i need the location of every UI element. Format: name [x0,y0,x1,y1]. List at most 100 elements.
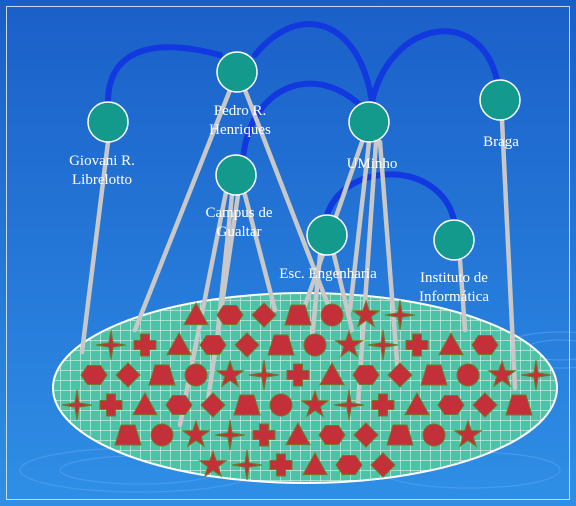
shape-trapezoid [148,364,176,386]
shape-circle [422,423,446,447]
occurrence-link [457,257,468,333]
resource-shapes [61,299,552,481]
shape-hexagon [165,394,193,416]
shape-diamond [251,302,277,328]
occurrence-link [377,139,401,378]
shape-diamond [387,362,413,388]
occurrence-link [242,192,278,313]
occurrence-link [177,189,229,428]
occurrence-ellipse-outline [52,292,558,484]
shape-trapezoid [420,364,448,386]
shape-cross [405,333,429,357]
shape-hexagon [437,394,465,416]
topic-label-uminho: UMinho [347,156,398,172]
shape-star [453,419,483,448]
shape-hexagon [216,304,244,326]
shape-cross [269,453,293,477]
shape-cross [99,393,123,417]
topic-node-pedro [216,51,258,93]
shape-hexagon [335,454,363,476]
topic-node-uminho [348,101,390,143]
shape-trapezoid [284,304,312,326]
shape-hexagon [199,334,227,356]
shape-triangle [132,391,158,416]
occurrence-link [347,139,372,313]
occurrence-links [79,87,518,428]
association-arc [252,21,375,105]
shape-circle [150,423,174,447]
occurrence-link [309,252,323,343]
shape-star [181,419,211,448]
shape-diamond [370,452,396,478]
shape-cross [252,423,276,447]
shape-sparkle [95,329,127,361]
shape-sparkle [61,389,93,421]
topic-label-braga: Braga [483,134,519,150]
shape-hexagon [318,424,346,446]
shape-sparkle [367,329,399,361]
topic-node-giovani [87,101,129,143]
occurrence-link [355,139,379,408]
shape-sparkle [520,359,552,391]
shape-trapezoid [233,394,261,416]
shape-star [215,359,245,388]
shape-trapezoid [386,424,414,446]
shape-triangle [404,391,430,416]
shape-sparkle [231,449,263,481]
shape-trapezoid [114,424,142,446]
topic-node-braga [479,79,521,121]
association-arc [240,80,363,161]
shape-diamond [200,392,226,418]
topic-node-inst [433,219,475,261]
shape-circle [303,333,327,357]
shape-diamond [472,392,498,418]
shape-triangle [183,301,209,326]
shape-diamond [353,422,379,448]
shape-star [487,359,517,388]
shape-triangle [285,421,311,446]
topic-node-esc [306,214,348,256]
shape-diamond [234,332,260,358]
shape-sparkle [384,299,416,331]
occurrence-link [132,87,233,333]
occurrence-link [79,139,111,355]
shape-circle [320,303,344,327]
shape-sparkle [214,419,246,451]
topic-node-campus [215,154,257,196]
topic-label-esc: Esc. Engenharia [279,266,377,282]
shape-trapezoid [505,394,533,416]
shape-triangle [319,361,345,386]
shape-triangle [302,451,328,476]
shape-circle [269,393,293,417]
association-arc [105,44,223,105]
association-arc [324,171,457,223]
shape-hexagon [80,364,108,386]
occurrence-link [331,252,355,333]
association-arc [369,28,500,105]
shape-trapezoid [267,334,295,356]
shape-star [198,449,228,478]
shape-cross [133,333,157,357]
shape-star [351,299,381,328]
shape-hexagon [471,334,499,356]
shape-triangle [438,331,464,356]
shape-sparkle [248,359,280,391]
shape-circle [184,363,208,387]
topic-label-giovani: Giovani R.Librelotto [69,153,135,188]
slide-frame [6,6,570,500]
shape-cross [286,363,310,387]
shape-circle [456,363,480,387]
association-arcs [105,21,500,223]
occurrence-link [499,117,518,391]
shape-star [300,389,330,418]
topic-nodes [87,51,521,261]
topic-label-pedro: Pedro R.Henriques [209,103,271,138]
shape-sparkle [333,389,365,421]
shape-diamond [115,362,141,388]
shape-star [334,329,364,358]
occurrence-link [205,192,241,403]
